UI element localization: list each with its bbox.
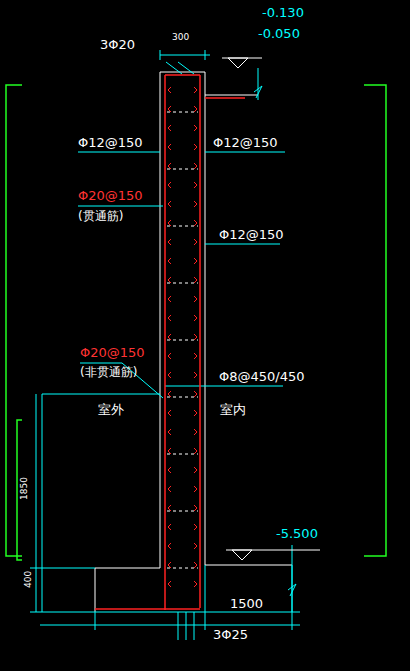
tie-mark xyxy=(194,106,197,112)
rebar-label: Φ20@150 xyxy=(78,189,143,202)
tie-mark xyxy=(168,467,171,473)
stirrup xyxy=(167,112,198,113)
tie-mark xyxy=(194,163,197,169)
stirrup xyxy=(167,283,198,284)
tie-mark xyxy=(168,372,171,378)
rebar-label: 3Φ20 xyxy=(100,38,135,51)
rebar-label: Φ8@450/450 xyxy=(219,370,305,383)
tie-mark xyxy=(168,201,171,207)
dimension: 400 xyxy=(24,571,33,588)
tie-mark xyxy=(168,182,171,188)
tie-mark xyxy=(194,391,197,397)
tie-mark xyxy=(168,353,171,359)
tie-mark xyxy=(194,125,197,131)
rebar-label: Φ20@150 xyxy=(80,346,145,359)
tie-mark xyxy=(168,391,171,397)
stirrup xyxy=(167,568,198,569)
dimension: 1850 xyxy=(20,477,29,500)
area-label: 室内 xyxy=(220,403,246,416)
tie-mark xyxy=(194,87,197,93)
tie-mark xyxy=(168,448,171,454)
tie-mark xyxy=(194,296,197,302)
tie-mark xyxy=(194,372,197,378)
tie-mark xyxy=(168,144,171,150)
tie-mark xyxy=(194,467,197,473)
elevation: -5.500 xyxy=(276,527,318,540)
tie-mark xyxy=(194,562,197,568)
tie-mark xyxy=(194,524,197,530)
tie-mark xyxy=(194,543,197,549)
tie-mark xyxy=(168,486,171,492)
tie-mark xyxy=(168,163,171,169)
stirrup xyxy=(167,340,198,341)
rebar-note: (非贯通筋) xyxy=(80,366,137,378)
tie-mark xyxy=(168,410,171,416)
tie-mark xyxy=(194,144,197,150)
tie-mark xyxy=(194,334,197,340)
tie-mark xyxy=(194,201,197,207)
tie-mark xyxy=(194,448,197,454)
tie-mark xyxy=(194,581,197,587)
tie-mark xyxy=(194,182,197,188)
rebar-note: (贯通筋) xyxy=(78,210,123,222)
tie-mark xyxy=(194,429,197,435)
tie-mark xyxy=(168,239,171,245)
stirrup xyxy=(167,397,198,398)
tie-mark xyxy=(194,239,197,245)
tie-mark xyxy=(168,429,171,435)
rebar-label: 3Φ25 xyxy=(213,628,248,641)
tie-mark xyxy=(194,315,197,321)
tie-mark xyxy=(168,543,171,549)
dimension: 1500 xyxy=(230,597,263,610)
dimension: 300 xyxy=(172,33,189,42)
tie-mark xyxy=(168,334,171,340)
tie-mark xyxy=(168,125,171,131)
rebar-label: Φ12@150 xyxy=(213,136,278,149)
tie-mark xyxy=(168,505,171,511)
tie-mark xyxy=(194,220,197,226)
tie-mark xyxy=(168,315,171,321)
tie-mark xyxy=(168,106,171,112)
tie-mark xyxy=(194,258,197,264)
tie-mark xyxy=(168,277,171,283)
tie-mark xyxy=(168,296,171,302)
tie-mark xyxy=(168,562,171,568)
stirrup xyxy=(167,226,198,227)
elevation: -0.130 xyxy=(262,6,304,19)
tie-mark xyxy=(194,486,197,492)
tie-mark xyxy=(168,524,171,530)
tie-mark xyxy=(168,258,171,264)
tie-mark xyxy=(194,277,197,283)
area-label: 室外 xyxy=(98,403,124,416)
elevation: -0.050 xyxy=(258,27,300,40)
tie-mark xyxy=(168,220,171,226)
tie-mark xyxy=(194,410,197,416)
tie-mark xyxy=(168,581,171,587)
stirrup xyxy=(167,169,198,170)
tie-mark xyxy=(168,87,171,93)
rebar-label: Φ12@150 xyxy=(219,228,284,241)
tie-mark xyxy=(194,353,197,359)
rebar-label: Φ12@150 xyxy=(78,136,143,149)
stirrup xyxy=(167,454,198,455)
stirrup xyxy=(167,511,198,512)
tie-mark xyxy=(194,505,197,511)
